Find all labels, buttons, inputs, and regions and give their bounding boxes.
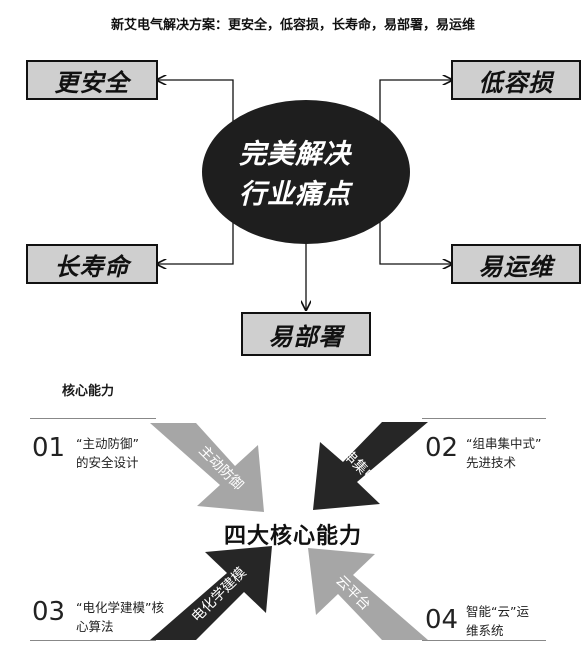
center-line-1: 完美解决 [239, 139, 351, 170]
rule-bottom-right [422, 640, 546, 641]
rule-bottom-left [30, 640, 156, 641]
item-02-line1: “组串集中式” [466, 436, 542, 451]
box-bottom-right-label: 易运维 [478, 252, 554, 281]
item-03-desc: “电化学建模”核 心算法 [76, 598, 188, 636]
box-top-right: 低容损 [451, 60, 581, 100]
item-01-line1: “主动防御” [76, 436, 139, 451]
arrow-shape-01 [150, 423, 264, 512]
arrow-shape-04 [308, 548, 428, 640]
connector-bottom-left [157, 220, 234, 264]
center-ellipse [202, 100, 410, 244]
item-04-line2: 维系统 [466, 623, 504, 638]
item-02-number: 02 [425, 433, 459, 463]
item-03-number: 03 [32, 597, 66, 627]
item-04-desc: 智能“云”运 维系统 [466, 602, 576, 640]
connector-top-left [157, 80, 234, 124]
arrow-shape-03 [150, 546, 272, 640]
item-04-line1: 智能“云”运 [466, 604, 529, 619]
connector-top-right [379, 80, 452, 124]
item-01-desc: “主动防御” 的安全设计 [76, 434, 166, 472]
box-top-left: 更安全 [26, 60, 158, 100]
box-bottom-right: 易运维 [451, 244, 581, 284]
core-capabilities-title: 四大核心能力 [223, 524, 362, 549]
item-03-line2: 心算法 [76, 619, 114, 634]
item-04-number: 04 [425, 605, 459, 635]
arrow-shape-02 [313, 422, 428, 510]
item-02-desc: “组串集中式” 先进技术 [466, 434, 576, 472]
box-bottom: 易部署 [241, 312, 371, 356]
connector-bottom-right [379, 220, 452, 264]
item-01-line2: 的安全设计 [76, 455, 139, 470]
intro-text: 新艾电气解决方案：更安全，低容损，长寿命，易部署，易运维 [110, 18, 475, 33]
item-03-line1: “电化学建模”核 [76, 600, 164, 615]
section-title: 核心能力 [62, 384, 115, 399]
item-02-line2: 先进技术 [466, 455, 517, 470]
box-bottom-label: 易部署 [268, 322, 344, 351]
rule-top-left [30, 418, 156, 419]
item-01-number: 01 [32, 433, 66, 463]
center-line-2: 行业痛点 [239, 179, 351, 210]
box-top-left-label: 更安全 [54, 68, 130, 97]
box-top-right-label: 低容损 [478, 68, 554, 97]
rule-top-right [422, 418, 546, 419]
box-bottom-left-label: 长寿命 [54, 252, 130, 281]
box-bottom-left: 长寿命 [26, 244, 158, 284]
